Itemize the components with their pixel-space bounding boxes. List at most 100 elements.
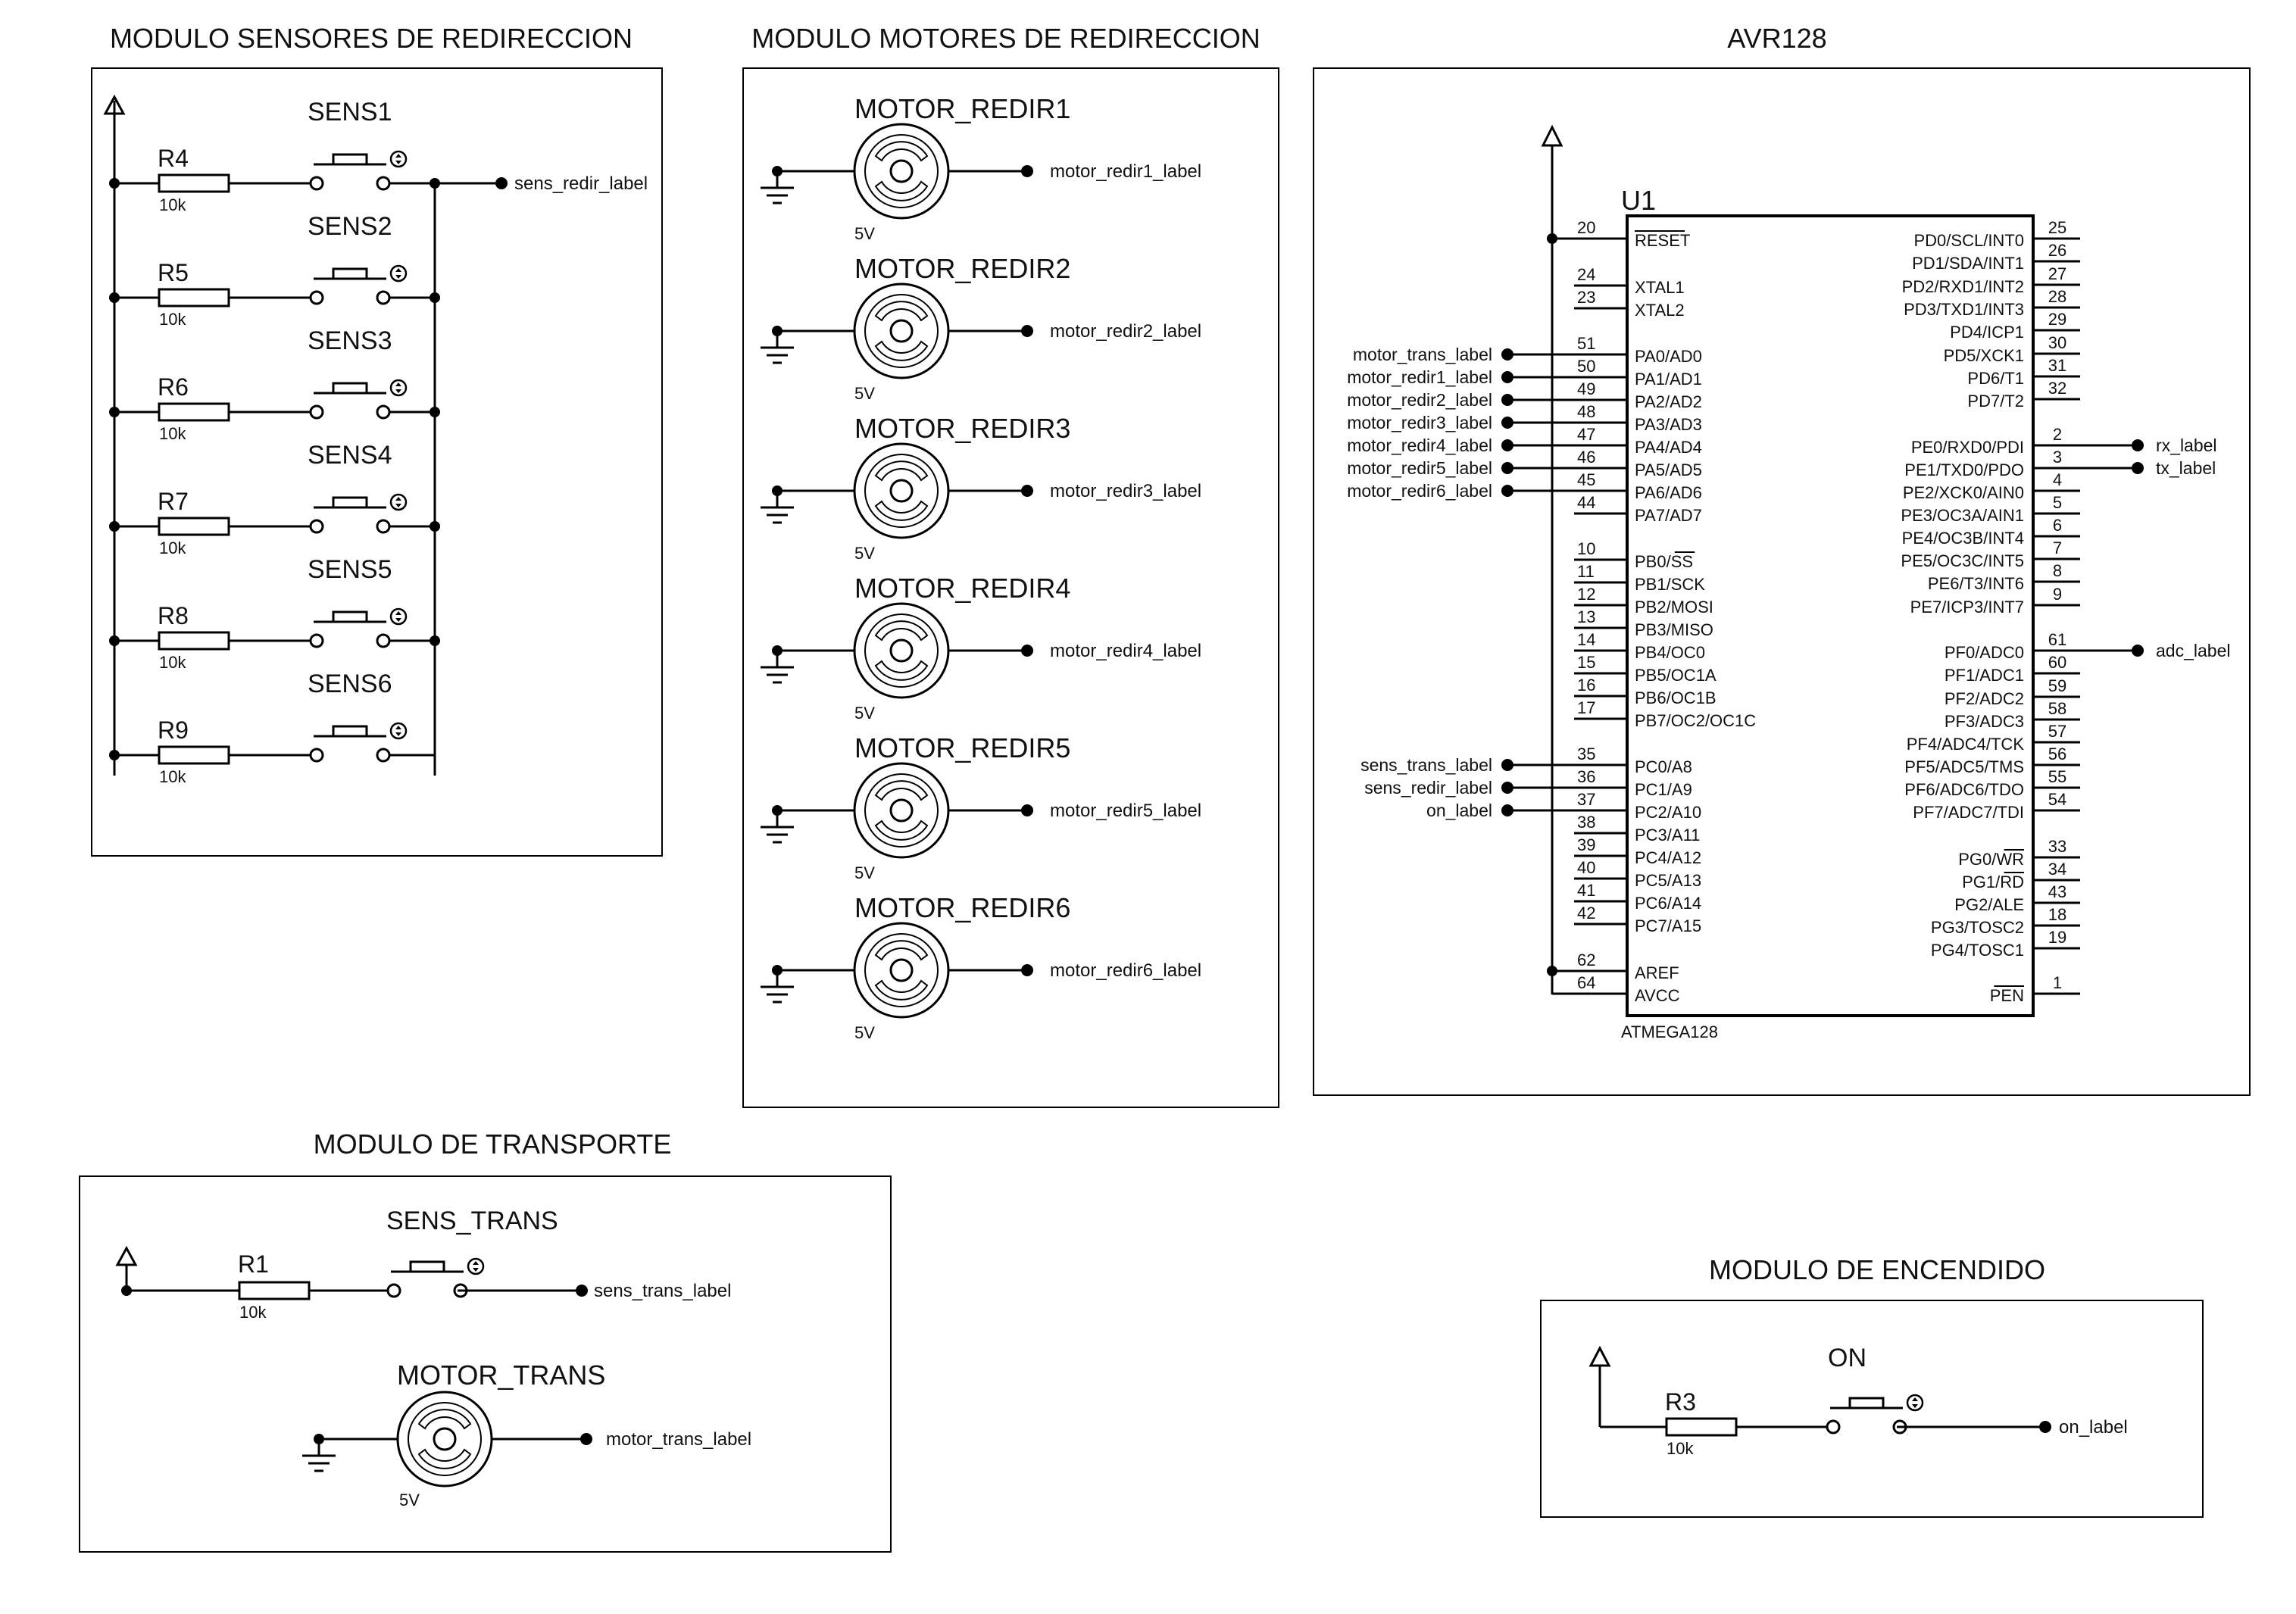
pin-net: rx_label [2156, 435, 2217, 455]
pin-number: 45 [1577, 470, 1595, 489]
pin-net: motor_redir3_label [1347, 413, 1492, 432]
sensor-switch [309, 493, 408, 534]
resistor [158, 173, 230, 193]
pin-name: PE2/XCK0/AIN0 [1903, 483, 2024, 502]
pin-number: 46 [1577, 448, 1595, 467]
sensor-switch [309, 379, 408, 420]
pin-number: 43 [2048, 882, 2066, 901]
pin-number: 44 [1577, 493, 1595, 512]
mcu-part: ATMEGA128 [1621, 1022, 1718, 1041]
pin-net: motor_redir4_label [1347, 435, 1492, 455]
pin-number: 49 [1577, 379, 1595, 398]
motor-icon [853, 602, 950, 699]
pin-number: 42 [1577, 904, 1595, 923]
motor-name: MOTOR_REDIR4 [854, 573, 1070, 604]
switch-actuator-icon [389, 379, 408, 397]
ground-icon [761, 970, 794, 1004]
sensor-resistor-value: 10k [159, 424, 186, 443]
pin-name: PD0/SCL/INT0 [1914, 231, 2025, 250]
pin-number: 7 [2053, 539, 2062, 557]
pin-number: 41 [1577, 881, 1595, 900]
motor-net: motor_redir2_label [1050, 321, 1201, 342]
resistor [158, 517, 230, 536]
sensor-switch [309, 722, 408, 763]
pin-number: 5 [2053, 493, 2062, 512]
pin-name: PB1/SCK [1635, 575, 1705, 594]
pin-name: PE6/T3/INT6 [1928, 574, 2024, 593]
switch-actuator-icon [389, 722, 408, 740]
pin-number: 8 [2053, 561, 2062, 580]
pin-number: 59 [2048, 676, 2066, 695]
pin-name: PB4/OC0 [1635, 643, 1705, 662]
motor-icon [853, 922, 950, 1019]
power-resistor-value: 10k [1667, 1439, 1694, 1458]
power-arrow-icon [115, 1245, 138, 1291]
pin-name: PD4/ICP1 [1950, 323, 2024, 342]
pin-number: 55 [2048, 767, 2066, 786]
pin-number: 9 [2053, 585, 2062, 604]
power-arrow-icon [1541, 124, 1563, 994]
ground-icon [761, 810, 794, 844]
pin-number: 3 [2053, 448, 2062, 467]
sensor-resistor-label: R5 [158, 259, 189, 286]
ground-icon [761, 491, 794, 524]
pin-name: PF0/ADC0 [1945, 643, 2024, 662]
sensors-output-net: sens_redir_label [514, 173, 648, 194]
pin-name: PB2/MOSI [1635, 598, 1713, 617]
ground-icon [761, 331, 794, 364]
resistor [158, 745, 230, 765]
ground-icon [302, 1439, 336, 1472]
pin-number: 30 [2048, 333, 2066, 352]
pin-net: motor_trans_label [1353, 345, 1492, 364]
pin-name: AREF [1635, 963, 1679, 982]
power-module-title: MODULO DE ENCENDIDO [1709, 1254, 2045, 1285]
pin-name: PG4/TOSC1 [1931, 941, 2024, 960]
pin-name: PB5/OC1A [1635, 666, 1717, 685]
sensor-resistor-value: 10k [159, 310, 186, 329]
pin-number: 25 [2048, 218, 2066, 237]
pin-name: XTAL1 [1635, 278, 1685, 297]
pin-number: 51 [1577, 334, 1595, 353]
sensor-resistor-label: R6 [158, 373, 189, 401]
motor-name: MOTOR_REDIR1 [854, 93, 1070, 124]
pin-net: on_label [1426, 801, 1492, 820]
pin-name: PE3/OC3A/AIN1 [1901, 506, 2024, 525]
pin-name: PB7/OC2/OC1C [1635, 711, 1756, 730]
transport-circuit: R1 10k SENS_TRANS sens_trans_label MOTOR… [115, 1207, 751, 1509]
motor-net: motor_redir1_label [1050, 161, 1201, 182]
switch-actuator-icon [389, 150, 408, 168]
motor-icon [853, 762, 950, 859]
pin-name: PA5/AD5 [1635, 460, 1702, 479]
motor-voltage: 5V [854, 1023, 875, 1042]
sensor-switch [309, 264, 408, 305]
transport-module-frame [79, 1175, 892, 1553]
pin-name: PF4/ADC4/TCK [1907, 735, 2025, 754]
pin-number: 2 [2053, 425, 2062, 444]
sensor-switch-label: SENS2 [308, 212, 392, 241]
pin-name: PF2/ADC2 [1945, 689, 2024, 708]
pin-number: 1 [2053, 973, 2062, 992]
pin-name: PC2/A10 [1635, 803, 1701, 822]
pin-number: 48 [1577, 402, 1595, 421]
